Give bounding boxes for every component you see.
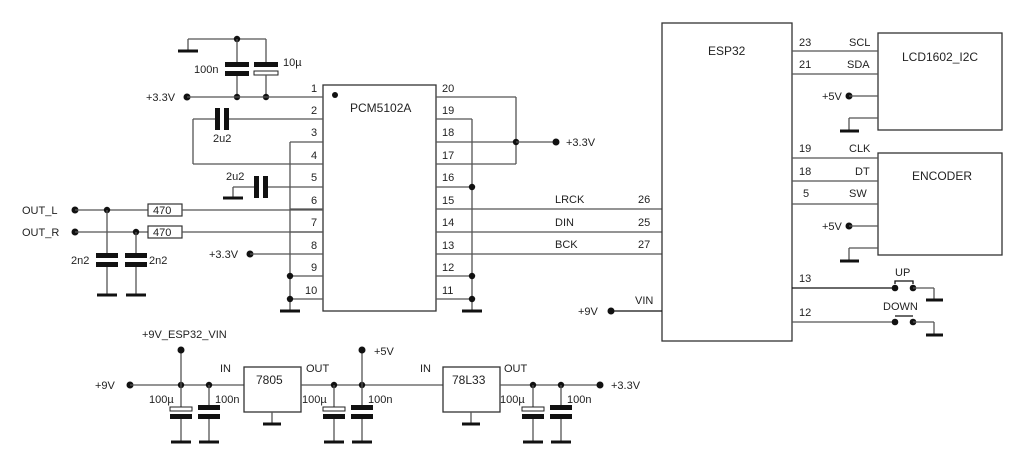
label: DIN — [555, 217, 574, 229]
label: SDA — [847, 59, 870, 71]
label: 10 — [305, 285, 317, 297]
label: SCL — [849, 37, 870, 49]
label: 11 — [442, 285, 453, 297]
label: 20 — [442, 83, 454, 95]
label: 4 — [311, 150, 317, 162]
button-down[interactable]: 12 DOWN — [792, 301, 943, 337]
label: 12 — [799, 307, 811, 319]
rail-label-3v3: +3.3V — [146, 92, 176, 104]
capacitor-2u2-vneg: 2u2 — [223, 171, 290, 200]
label: 2n2 — [71, 255, 89, 267]
button-up[interactable]: 13 UP — [792, 267, 943, 302]
label: SW — [849, 188, 867, 200]
label: 100n — [567, 394, 591, 406]
label: IN — [220, 363, 231, 375]
label: ESP32 — [708, 44, 746, 58]
label: 14 — [442, 217, 454, 229]
label: UP — [895, 267, 910, 279]
label: 19 — [799, 143, 811, 155]
regulator-78l33 — [442, 366, 501, 413]
label: 2u2 — [226, 171, 244, 183]
label: 21 — [799, 59, 811, 71]
label: 100µ — [149, 394, 174, 406]
label: LRCK — [555, 194, 585, 206]
label: 16 — [442, 172, 454, 184]
dac-label: PCM5102A — [350, 101, 411, 115]
label: 13 — [799, 273, 811, 285]
label: 15 — [442, 195, 454, 207]
label: OUT — [306, 363, 330, 375]
label: +5V — [374, 346, 395, 358]
out-l-label: OUT_L — [22, 205, 57, 217]
label: +5V — [822, 221, 843, 233]
label: ENCODER — [912, 169, 972, 183]
capacitor-100n-plate — [225, 62, 249, 67]
dac-supply-decoupling: 100n 10µ +3.3V — [146, 35, 302, 104]
label: VIN — [635, 295, 653, 307]
label: DOWN — [883, 301, 918, 313]
encoder-module: ENCODER 19 CLK 18 DT 5 SW +5V — [792, 143, 1003, 263]
label: +5V — [822, 91, 843, 103]
dac-chip: PCM5102A 1 2 3 4 5 6 7 8 9 10 20 19 — [187, 83, 662, 313]
label: 470 — [153, 227, 171, 239]
label: 2n2 — [149, 255, 167, 267]
cap-100n-label: 100n — [194, 64, 218, 76]
esp32-module: ESP32 +9V VIN — [578, 22, 793, 342]
label: 9 — [311, 262, 317, 274]
label: 19 — [442, 105, 454, 117]
label: BCK — [555, 239, 578, 251]
cap-10u-label: 10µ — [283, 57, 302, 69]
label: 78L33 — [452, 373, 486, 387]
output-filter: OUT_L OUT_R 470 470 2n2 2n2 +3.3V — [22, 203, 323, 297]
label: +9V — [578, 306, 599, 318]
label: 25 — [638, 217, 650, 229]
label: 100n — [368, 394, 392, 406]
label: 100µ — [302, 394, 327, 406]
label: LCD1602_I2C — [902, 50, 978, 64]
label: 13 — [442, 240, 454, 252]
power-supply: +9V +9V_ESP32_VIN IN 100µ 100n 7805 OUT … — [95, 329, 641, 444]
label: +3.3V — [611, 380, 641, 392]
out-r-label: OUT_R — [22, 227, 59, 239]
lcd-module: LCD1602_I2C 23 SCL 21 SDA +5V — [792, 32, 1003, 133]
label: 7 — [311, 217, 317, 229]
label: CLK — [849, 143, 871, 155]
label: 3 — [311, 127, 317, 139]
label: 5 — [311, 172, 317, 184]
label: 17 — [442, 150, 454, 162]
label: 12 — [442, 262, 454, 274]
label: 6 — [311, 195, 317, 207]
label: 100µ — [500, 394, 525, 406]
rail-label-3v3-right: +3.3V — [566, 137, 596, 149]
label: 27 — [638, 239, 650, 251]
label: 26 — [638, 194, 650, 206]
label: 23 — [799, 37, 811, 49]
label: 18 — [442, 127, 454, 139]
label: 100n — [215, 394, 239, 406]
i2s-signals: LRCK DIN BCK 26 25 27 — [555, 194, 650, 251]
capacitor-2u2-capp: 2u2 — [192, 108, 290, 165]
label: +3.3V — [209, 249, 239, 261]
label: 1 — [311, 83, 317, 95]
label: IN — [420, 363, 431, 375]
label: 5 — [803, 188, 809, 200]
label: DT — [855, 166, 870, 178]
label: +9V_ESP32_VIN — [142, 329, 227, 341]
regulator-7805 — [243, 366, 302, 413]
label: 2u2 — [213, 133, 231, 145]
label: 18 — [799, 166, 811, 178]
label: 2 — [311, 105, 317, 117]
label: 7805 — [256, 373, 283, 387]
capacitor-10u-plate — [254, 62, 278, 67]
label: +9V — [95, 380, 116, 392]
label: OUT — [504, 363, 528, 375]
label: 8 — [311, 240, 317, 252]
label: 470 — [153, 205, 171, 217]
